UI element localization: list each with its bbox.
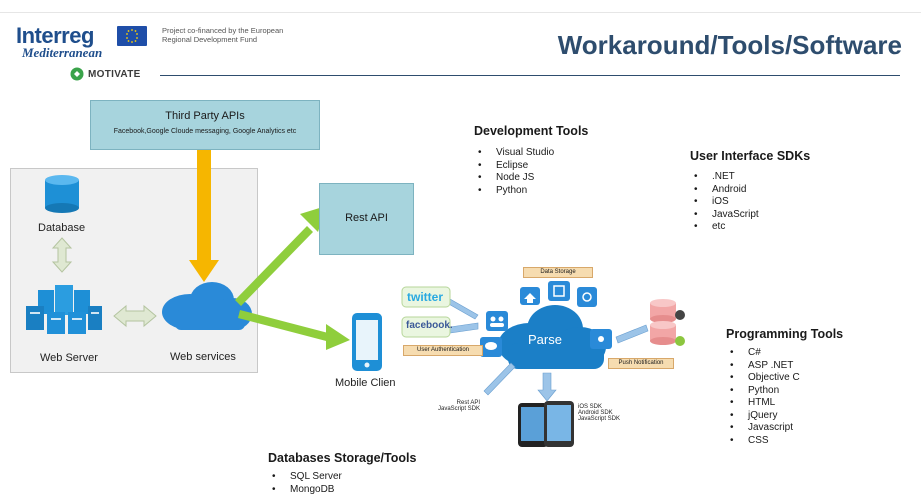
ui-sdks-section: User Interface SDKs .NET Android iOS Jav… [690, 149, 810, 234]
parse-label: Parse [528, 332, 562, 347]
third-party-sub: Facebook,Google Cloude messaging, Google… [113, 128, 297, 135]
cofinance-text: Project co-financed by the European Regi… [162, 26, 284, 44]
parse-rest-sdk: Rest API JavaScript SDK [438, 400, 481, 412]
list-item: ASP .NET [726, 360, 843, 373]
list-item: Python [474, 185, 588, 198]
list-item: jQuery [726, 410, 843, 423]
twitter-logo [401, 286, 451, 308]
prog-tools-list: C# ASP .NET Objective C Python HTML jQue… [726, 347, 843, 447]
parse-cloud-icon [498, 305, 606, 369]
ui-sdks-list: .NET Android iOS JavaScript etc [690, 171, 810, 234]
dev-tools-list: Visual Studio Eclipse Node JS Python [474, 147, 588, 197]
list-item: Python [726, 385, 843, 398]
list-item: HTML [726, 397, 843, 410]
parse-db-icon [650, 299, 685, 346]
data-storage-tag: Data Storage [523, 267, 593, 278]
web-server-icon [26, 285, 102, 334]
user-auth-tag: User Authentication [403, 345, 483, 356]
web-services-label: Web services [170, 351, 236, 363]
list-item: iOS [690, 196, 810, 209]
db-server-arrow [51, 237, 73, 273]
parse-diagram [401, 281, 685, 447]
web-server-label: Web Server [40, 352, 98, 364]
list-item: JavaScript [690, 209, 810, 222]
third-party-apis-box: Third Party APIs Facebook,Google Cloude … [90, 100, 320, 150]
page-title: Workaround/Tools/Software [557, 30, 902, 60]
database-icon [45, 175, 79, 213]
list-item: MongoDB [268, 484, 416, 497]
list-item: CSS [726, 435, 843, 448]
list-item: Visual Studio [474, 147, 588, 160]
database-label: Database [38, 222, 86, 234]
list-item: .NET [690, 171, 810, 184]
prog-tools-section: Programming Tools C# ASP .NET Objective … [726, 327, 843, 447]
list-item: etc [690, 221, 810, 234]
prog-tools-heading: Programming Tools [726, 327, 844, 341]
mobile-phone-icon [352, 313, 382, 371]
dev-tools-heading: Development Tools [474, 124, 589, 138]
twitter-text: twitter [407, 290, 443, 304]
rest-api-box: Rest API [319, 183, 414, 255]
db-tools-list: SQL Server MongoDB [268, 471, 416, 496]
green-arrow-rest [235, 206, 326, 306]
list-item: Objective C [726, 372, 843, 385]
orange-arrow [189, 150, 219, 282]
interreg-logo: Interreg Mediterranean [16, 23, 102, 61]
list-item: Android [690, 184, 810, 197]
db-tools-heading: Databases Storage/Tools [268, 451, 417, 465]
logo-sub: Mediterranean [22, 45, 103, 60]
third-party-title: Third Party APIs [165, 110, 245, 122]
parse-phones-icon [518, 401, 574, 447]
parse-arrows [446, 298, 649, 402]
green-arrow-mobile [238, 310, 350, 350]
dev-tools-section: Development Tools Visual Studio Eclipse … [474, 124, 588, 197]
facebook-logo [401, 316, 451, 338]
push-notification-tag: Push Notification [608, 358, 674, 369]
rest-api-label: Rest API [345, 212, 388, 224]
eu-flag-icon [117, 26, 147, 46]
list-item: C# [726, 347, 843, 360]
server-cloud-arrow [113, 304, 157, 328]
parse-feature-tiles [480, 281, 612, 357]
db-tools-section: Databases Storage/Tools SQL Server Mongo… [268, 451, 416, 496]
ui-sdks-heading: User Interface SDKs [690, 149, 811, 163]
facebook-text: facebook. [406, 320, 453, 331]
list-item: Javascript [726, 422, 843, 435]
list-item: Eclipse [474, 160, 588, 173]
header-rule [160, 75, 900, 76]
mobile-client-label: Mobile Clien [335, 377, 396, 389]
motivate-logo: MOTIVATE [70, 67, 141, 81]
top-rule [0, 12, 921, 13]
logo-main: Interreg [16, 23, 94, 48]
list-item: SQL Server [268, 471, 416, 484]
list-item: Node JS [474, 172, 588, 185]
parse-sdk-list: iOS SDK Android SDK JavaScript SDK [578, 404, 621, 422]
motivate-icon [70, 67, 84, 81]
cloud-icon [162, 282, 252, 330]
